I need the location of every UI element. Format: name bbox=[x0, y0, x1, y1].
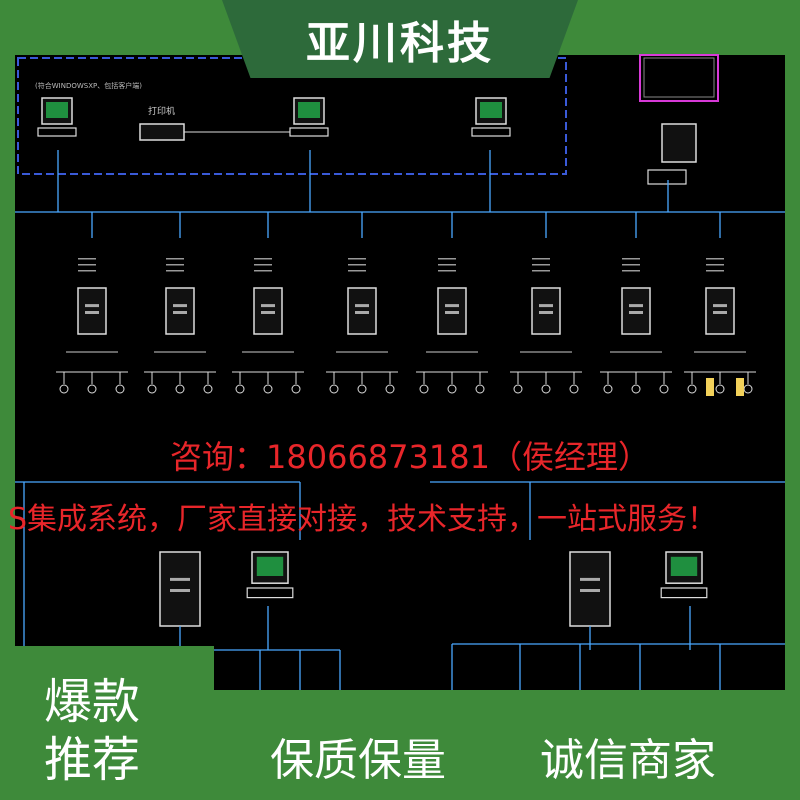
server-icon bbox=[621, 287, 651, 335]
sensor-icon bbox=[541, 384, 551, 394]
monitor-screen bbox=[298, 102, 320, 118]
badge-line-1: 爆款 bbox=[44, 674, 141, 730]
service-slogan: S集成系统，厂家直接对接，技术支持，一站式服务！ bbox=[8, 502, 718, 537]
footer-integrity: 诚信商家 bbox=[540, 735, 716, 786]
sensor-icon bbox=[203, 384, 213, 394]
sensor-icon bbox=[357, 384, 367, 394]
display-frame bbox=[639, 54, 719, 102]
sensor-icon bbox=[385, 384, 395, 394]
keyboard-icon bbox=[660, 587, 708, 599]
sensor-icon bbox=[115, 384, 125, 394]
sensor-icon bbox=[235, 384, 245, 394]
footer-bar: 保质保量 诚信商家 bbox=[214, 690, 800, 800]
keyboard-icon bbox=[246, 587, 294, 599]
footer-quality: 保质保量 bbox=[270, 735, 446, 786]
brand-title: 亚川科技 bbox=[306, 18, 494, 69]
monitor-screen bbox=[46, 102, 68, 118]
workstation-group-frame bbox=[17, 57, 567, 175]
monitor-screen bbox=[480, 102, 502, 118]
contact-info: 咨询：18066873181（侯经理） bbox=[170, 438, 650, 476]
keyboard-icon bbox=[471, 127, 511, 137]
sensor-icon bbox=[87, 384, 97, 394]
monitor-icon bbox=[661, 123, 697, 163]
keyboard-icon bbox=[647, 169, 687, 185]
sensor-icon bbox=[329, 384, 339, 394]
printer-label: 打印机 bbox=[148, 105, 175, 117]
sensor-icon bbox=[147, 384, 157, 394]
sensor-icon bbox=[687, 384, 697, 394]
monitor-screen bbox=[256, 556, 284, 576]
badge-line-2: 推荐 bbox=[44, 732, 141, 788]
sensor-icon bbox=[603, 384, 613, 394]
sensor-icon bbox=[513, 384, 523, 394]
sensor-icon bbox=[631, 384, 641, 394]
sensor-icon bbox=[715, 384, 725, 394]
sensor-icon bbox=[59, 384, 69, 394]
sensor-icon bbox=[291, 384, 301, 394]
printer-icon bbox=[139, 123, 185, 141]
sensor-icon bbox=[175, 384, 185, 394]
keyboard-icon bbox=[37, 127, 77, 137]
sensor-icon bbox=[659, 384, 669, 394]
sensor-icon bbox=[447, 384, 457, 394]
top-note: (符合WINDOWSXP、包括客户端) bbox=[35, 81, 142, 90]
monitor-screen bbox=[670, 556, 698, 576]
sensor-icon bbox=[419, 384, 429, 394]
detector-icon bbox=[736, 378, 744, 396]
hot-badge: 爆款 推荐 bbox=[0, 646, 214, 800]
sensor-icon bbox=[569, 384, 579, 394]
detector-icon bbox=[706, 378, 714, 396]
brand-banner: 亚川科技 bbox=[222, 0, 578, 78]
sensor-icon bbox=[263, 384, 273, 394]
sensor-icon bbox=[475, 384, 485, 394]
